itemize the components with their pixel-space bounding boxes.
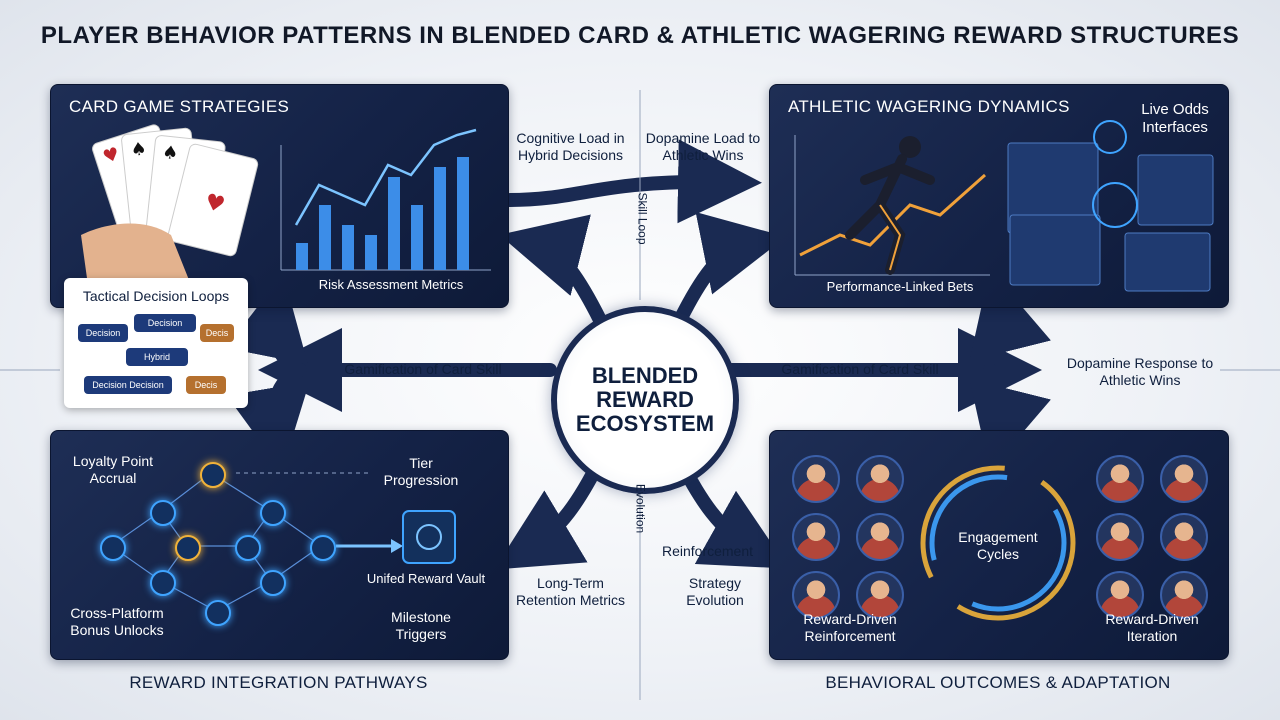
- network-node: [260, 570, 286, 596]
- caption-reward-integration: REWARD INTEGRATION PATHWAYS: [129, 673, 428, 692]
- cognitive-load-label: Cognitive Load in Hybrid Decisions: [516, 130, 625, 163]
- reinforcement-label: Reward-Driven Reinforcement: [803, 611, 897, 644]
- risk-metrics-label: Risk Assessment Metrics: [318, 277, 464, 292]
- network-node: [150, 570, 176, 596]
- engagement-cycle: [920, 465, 1076, 621]
- arrow-curve-tr: [969, 269, 1051, 377]
- dopamine-load-label: Dopamine Load to Athletic Wins: [645, 130, 761, 163]
- avatar: [792, 571, 840, 619]
- center-label: BLENDED REWARD ECOSYSTEM: [557, 364, 733, 436]
- svg-text:♠: ♠: [130, 138, 148, 161]
- avatar: [1160, 455, 1208, 503]
- live-odds-label: Live Odds Interfaces: [1141, 101, 1209, 136]
- card-panel-title: CARD GAME STRATEGIES: [69, 97, 290, 116]
- risk-chart: [280, 128, 491, 271]
- performance-bets-label: Performance-Linked Bets: [826, 279, 974, 294]
- loop-box: Decis: [186, 376, 226, 394]
- cross-platform-label: Cross-Platform Bonus Unlocks: [70, 605, 164, 638]
- tactical-loops-title: Tactical Decision Loops: [82, 288, 230, 304]
- network-node: [100, 535, 126, 561]
- avatar: [1160, 513, 1208, 561]
- milestone-node: [205, 600, 231, 626]
- page-title: PLAYER BEHAVIOR PATTERNS IN BLENDED CARD…: [40, 22, 1240, 49]
- athletic-panel: ATHLETIC WAGERING DYNAMICS Live Odds Int…: [769, 84, 1229, 308]
- center-line3: ECOSYSTEM: [575, 411, 715, 436]
- tier-label: Tier Progression: [383, 455, 459, 488]
- svg-text:♠: ♠: [161, 142, 179, 165]
- reward-integration-panel: Loyalty Point Accrual Tier Progression U…: [50, 430, 509, 660]
- avatar: [792, 455, 840, 503]
- retention-label: Long-Term Retention Metrics: [516, 575, 625, 608]
- loyalty-label: Loyalty Point Accrual: [72, 453, 154, 486]
- loyalty-node: [200, 462, 226, 488]
- iteration-label: Reward-Driven Iteration: [1105, 611, 1199, 644]
- gamification-left-label: Gamification of Card Skill: [344, 361, 502, 377]
- center-line1: BLENDED: [591, 363, 699, 388]
- behavioral-outcomes-panel: Engagement Cycles Reward-Driven Reinforc…: [769, 430, 1229, 660]
- svg-text:♥: ♥: [100, 143, 122, 168]
- avatar: [856, 571, 904, 619]
- arrow-up-right: [673, 212, 787, 327]
- loop-box: Decision Decision: [84, 376, 172, 394]
- card-game-panel: CARD GAME STRATEGIES ♥ ♠ ♠♠ ♥ Risk Asses…: [50, 84, 509, 308]
- loop-box: Decision: [78, 324, 128, 342]
- arrow-to-athletic: [503, 139, 762, 224]
- tactical-loops-callout: Tactical Decision Loops Decision Decisio…: [64, 278, 248, 408]
- loop-box: Decis: [200, 324, 234, 342]
- network-node: [310, 535, 336, 561]
- athletic-panel-title: ATHLETIC WAGERING DYNAMICS: [788, 97, 1070, 116]
- evolution-label: Evolution: [633, 483, 648, 534]
- arrow-curve-br: [969, 363, 1051, 471]
- vault-label: Unifed Reward Vault: [366, 571, 486, 586]
- avatar: [1160, 571, 1208, 619]
- network-node: [175, 535, 201, 561]
- loop-box: Decision: [134, 314, 196, 332]
- reinforcement-connector-label: Reinforcement: [661, 543, 754, 559]
- loop-box: Hybrid: [126, 348, 188, 366]
- caption-behavioral-outcomes: BEHAVIORAL OUTCOMES & ADAPTATION: [825, 673, 1171, 692]
- avatar: [1096, 513, 1144, 561]
- arrow-to-card: [499, 214, 607, 327]
- engagement-cycles-label: Engagement Cycles: [958, 529, 1038, 562]
- blended-reward-ecosystem: BLENDED REWARD ECOSYSTEM: [551, 306, 739, 494]
- strategy-evolution-label: Strategy Evolution: [686, 575, 744, 608]
- milestone-label: Milestone Triggers: [391, 609, 451, 642]
- cards-illustration: ♥ ♠ ♠♠ ♥: [81, 124, 259, 307]
- avatar: [1096, 455, 1144, 503]
- avatar: [1096, 571, 1144, 619]
- avatar: [856, 513, 904, 561]
- network-node: [260, 500, 286, 526]
- gamification-right-label: Gamification of Card Skill: [781, 361, 939, 377]
- runner-illustration: [794, 120, 1214, 292]
- arrow-curve-tl: [225, 273, 308, 377]
- center-line2: REWARD: [596, 387, 694, 412]
- dopamine-response-label: Dopamine Response to Athletic Wins: [1066, 355, 1214, 388]
- avatar: [856, 455, 904, 503]
- network-node: [235, 535, 261, 561]
- skill-loop-label: Skill Loop: [635, 192, 650, 245]
- avatar: [792, 513, 840, 561]
- arrow-curve-bl: [226, 363, 310, 472]
- network-node: [150, 500, 176, 526]
